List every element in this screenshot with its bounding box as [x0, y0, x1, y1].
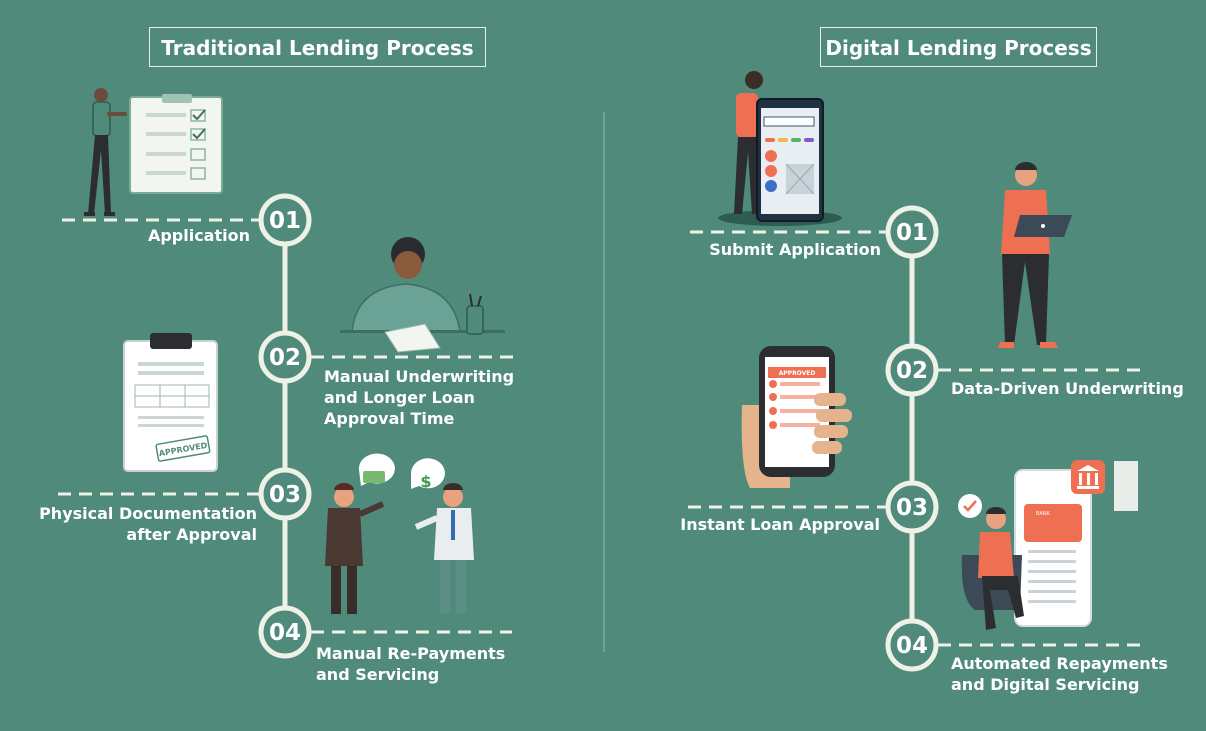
step-number: 02: [269, 345, 301, 371]
man-writing-icon: [340, 237, 505, 353]
clipboard-checklist-icon: [129, 94, 223, 194]
dig-step-01-label: Submit Application: [709, 240, 881, 259]
digital-banking-icon: BANK: [958, 460, 1138, 630]
digital-timeline: 01 02 03 04: [688, 205, 1142, 672]
label-line: Manual Underwriting: [324, 367, 515, 386]
dig-step-03-label: Instant Loan Approval: [680, 515, 880, 534]
traditional-timeline: 01 02 03 04: [58, 193, 515, 659]
trad-step-02-label: Manual Underwriting and Longer Loan Appr…: [324, 366, 514, 429]
step-number: 03: [896, 495, 928, 521]
step-number: 01: [896, 220, 928, 246]
label-line: and Servicing: [316, 665, 440, 684]
digital-title: Digital Lending Process: [820, 27, 1097, 67]
businessmen-money-icon: $: [325, 453, 474, 614]
label-line: Physical Documentation: [39, 504, 257, 523]
step-number: 01: [269, 208, 301, 234]
step-circle-dig-02: 02: [885, 343, 939, 397]
approved-document-icon: APPROVED: [123, 333, 218, 472]
man-with-phone-icon: [718, 71, 842, 226]
label-line: Manual Re-Payments: [316, 644, 506, 663]
center-divider: [603, 112, 605, 652]
trad-step-04-label: Manual Re-Payments and Servicing: [316, 643, 505, 685]
person-with-pen-icon: [84, 88, 127, 216]
label-line: after Approval: [126, 525, 257, 544]
bank-card-label: BANK: [1036, 511, 1051, 517]
step-circle-dig-03: 03: [885, 480, 939, 534]
dig-step-02-label: Data-Driven Underwriting: [951, 379, 1184, 398]
step-number: 04: [896, 633, 928, 659]
label-line: and Longer Loan: [324, 388, 475, 407]
step-circle-trad-02: 02: [258, 330, 312, 384]
step-circle-dig-01: 01: [885, 205, 939, 259]
phone-approved-text: APPROVED: [779, 370, 816, 377]
step-number: 02: [896, 358, 928, 384]
svg-text:$: $: [420, 472, 431, 491]
hand-approved-phone-icon: APPROVED: [741, 346, 852, 488]
step-number: 04: [269, 620, 301, 646]
trad-step-01-label: Application: [147, 226, 250, 245]
step-circle-trad-01: 01: [258, 193, 312, 247]
trad-step-03-label: Physical Documentation after Approval: [39, 503, 257, 545]
label-line: Automated Repayments: [951, 654, 1168, 673]
man-with-laptop-icon: [998, 162, 1072, 348]
label-line: and Digital Servicing: [951, 675, 1140, 694]
step-circle-trad-04: 04: [258, 605, 312, 659]
step-circle-trad-03: 03: [258, 467, 312, 521]
label-line: Approval Time: [324, 409, 455, 428]
step-circle-dig-04: 04: [885, 618, 939, 672]
dig-step-04-label: Automated Repayments and Digital Servici…: [951, 653, 1168, 695]
traditional-title: Traditional Lending Process: [149, 27, 486, 67]
step-number: 03: [269, 482, 301, 508]
